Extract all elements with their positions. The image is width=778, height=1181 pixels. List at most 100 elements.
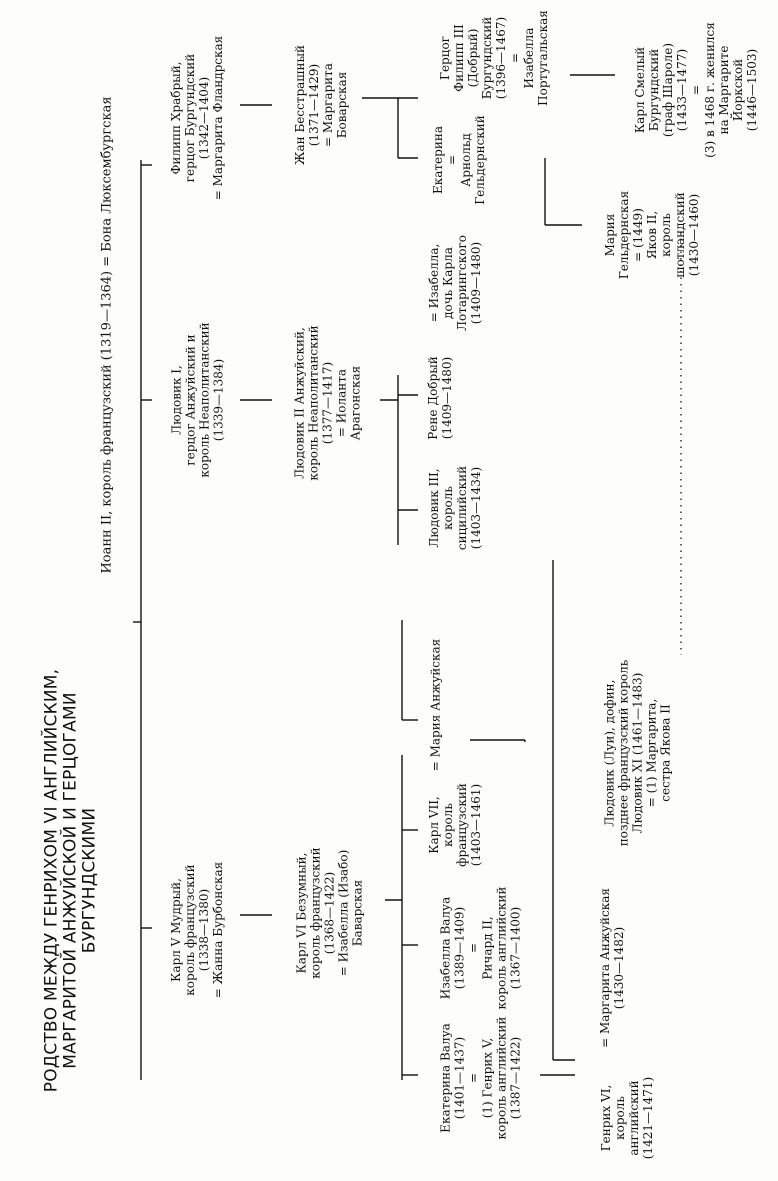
- text: =: [688, 84, 703, 96]
- text: (1387—1422): [508, 1036, 523, 1119]
- text: французский: [455, 783, 470, 867]
- root-john-ii: Иоанн II, король французский (1319—1364)…: [88, 5, 128, 665]
- text: (1446—1503): [744, 48, 759, 132]
- person-rene-good: Рене Добрый (1409—1480): [420, 345, 460, 450]
- diagram-title: РОДСТВО МЕЖДУ ГЕНРИХОМ VI АНГЛИЙСКИМ, МА…: [12, 620, 130, 1140]
- text: король: [613, 1095, 628, 1140]
- text: = Мария Анжуйская: [428, 638, 443, 772]
- text: Гельдернский: [473, 114, 487, 205]
- text: = (1) Маргарита,: [644, 698, 659, 807]
- person-karl-v: Карл V Мудрый, король французский (1338—…: [155, 815, 240, 1045]
- text: (1433—1477): [674, 48, 689, 132]
- text: Гельдернская: [617, 190, 632, 280]
- text: Лотарингского: [455, 234, 470, 331]
- text: король английский: [494, 1016, 509, 1139]
- text: Португальская: [536, 10, 550, 106]
- text: Людовик III,: [427, 467, 441, 548]
- text: Изабелла: [522, 27, 536, 89]
- text: Арнольд: [459, 132, 473, 187]
- text: король: [441, 485, 455, 530]
- title-line-2: МАРГАРИТОЙ АНЖУЙСКОЙ И ГЕРЦОГАМИ: [60, 691, 81, 1069]
- root-label: Иоанн II, король французский (1319—1364)…: [100, 96, 116, 574]
- text: (1389—1409): [452, 906, 467, 989]
- text: король Неаполитанский: [306, 324, 321, 481]
- person-marie-anjou: = Мария Анжуйская: [420, 638, 450, 772]
- text: Карл Смелый: [632, 46, 647, 134]
- text: Жан Бесстрашный: [292, 45, 307, 165]
- text: (граф Шароле): [660, 42, 675, 138]
- text: = Изабелла (Изабо): [337, 849, 351, 976]
- text: король Неаполитанский: [197, 322, 212, 478]
- text: Людовик (Луи), дофин,: [602, 678, 617, 827]
- text: Людовик II Анжуйский,: [292, 326, 307, 479]
- text: =: [466, 1072, 481, 1083]
- text: Бургундский: [480, 16, 494, 100]
- text: Екатерина: [431, 125, 445, 194]
- text: Йоркской: [730, 58, 745, 122]
- person-philip-bold: Филипп Храбрый, герцог Бургундский (1342…: [155, 10, 240, 225]
- text: = Изабелла,: [427, 243, 442, 322]
- text: шотландский: [673, 192, 688, 278]
- text: (1342—1404): [197, 76, 212, 159]
- person-louis-i: Людовик I, герцог Анжуйский и король Неа…: [155, 290, 240, 510]
- text: Карл VI Безумный,: [295, 852, 309, 974]
- text: (Добрый): [466, 28, 480, 88]
- person-maria-gelderland: Мария Гельдернская = (1449) Яков II, кор…: [590, 160, 715, 310]
- text: Герцог: [438, 36, 452, 80]
- text: Людовик I,: [169, 365, 184, 435]
- text: (1368—1422): [323, 871, 337, 954]
- person-karl-vii: Карл VII, король французский (1403—1461): [420, 770, 490, 880]
- text: Бургундский: [646, 48, 661, 132]
- text: Генрих VI,: [599, 1084, 614, 1151]
- text: Екатерина Валуа: [438, 1022, 453, 1133]
- text: (1) Генрих V,: [480, 1037, 495, 1118]
- person-isabella-lorraine: = Изабелла, дочь Карла Лотарингского (14…: [420, 225, 490, 340]
- text: Людовик XI (1461—1483): [630, 672, 645, 833]
- person-louis-xi: Людовик (Луи), дофин, позднее французски…: [590, 650, 685, 855]
- text: Боварская: [334, 71, 349, 139]
- text: на Маргарите: [716, 45, 731, 135]
- person-louis-iii: Людовик III, король сицилийский (1403—14…: [420, 455, 490, 560]
- person-catherine-burgundy: Екатерина = Арнольд Гельдернский: [420, 112, 498, 207]
- person-philip-good: Герцог Филипп III (Добрый) Бургундский (…: [420, 8, 568, 108]
- text: = Маргарита: [320, 63, 335, 147]
- person-karl-vi: Карл VI Безумный, король французский (13…: [275, 800, 385, 1025]
- text: позднее французский король: [616, 659, 631, 846]
- text: =: [445, 154, 459, 165]
- text: Карл V Мудрый,: [169, 878, 184, 982]
- text: Мария: [603, 213, 618, 257]
- title-line-3: БУРГУНДСКИМИ: [79, 807, 100, 953]
- person-margaret-anjou: = Маргарита Анжуйская (1430—1482): [592, 875, 632, 1060]
- person-charles-bold: Карл Смелый Бургундский (граф Шароле) (1…: [618, 15, 774, 165]
- text: (1377—1417): [320, 361, 335, 444]
- text: (1403—1461): [469, 783, 484, 867]
- text: (1421—1471): [641, 1076, 656, 1159]
- text: = Жанна Бурбонская: [211, 861, 226, 999]
- text: Ричард II,: [480, 915, 495, 980]
- text: Изабелла Валуа: [438, 896, 453, 999]
- text: король французский: [183, 864, 198, 996]
- text: Баварская: [351, 879, 365, 946]
- text: (1396—1467): [494, 16, 508, 100]
- text: Филипп III: [452, 24, 466, 92]
- text: (1430—1482): [612, 926, 627, 1009]
- text: герцог Анжуйский и: [183, 334, 198, 466]
- text: = Маргарита Фландрская: [211, 35, 226, 200]
- text: (1367—1400): [508, 906, 523, 989]
- person-henry-vi: Генрих VI, король английский (1421—1471): [590, 1060, 665, 1175]
- text: = Иоланта: [334, 368, 349, 437]
- text: Филипп Храбрый,: [169, 60, 184, 175]
- text: =: [466, 942, 481, 953]
- text: Яков II,: [645, 210, 660, 260]
- text: (1430—1460): [687, 193, 702, 277]
- text: (1409—1480): [440, 356, 454, 439]
- text: сицилийский: [455, 465, 469, 550]
- person-isabella-valois: Изабелла Валуа (1389—1409) = Ричард II, …: [420, 870, 540, 1025]
- text: (1371—1429): [306, 63, 321, 147]
- text: король английский: [494, 886, 509, 1009]
- text: сестра Якова II: [658, 703, 673, 802]
- text: английский: [627, 1079, 642, 1156]
- text: = Маргарита Анжуйская: [598, 887, 613, 1048]
